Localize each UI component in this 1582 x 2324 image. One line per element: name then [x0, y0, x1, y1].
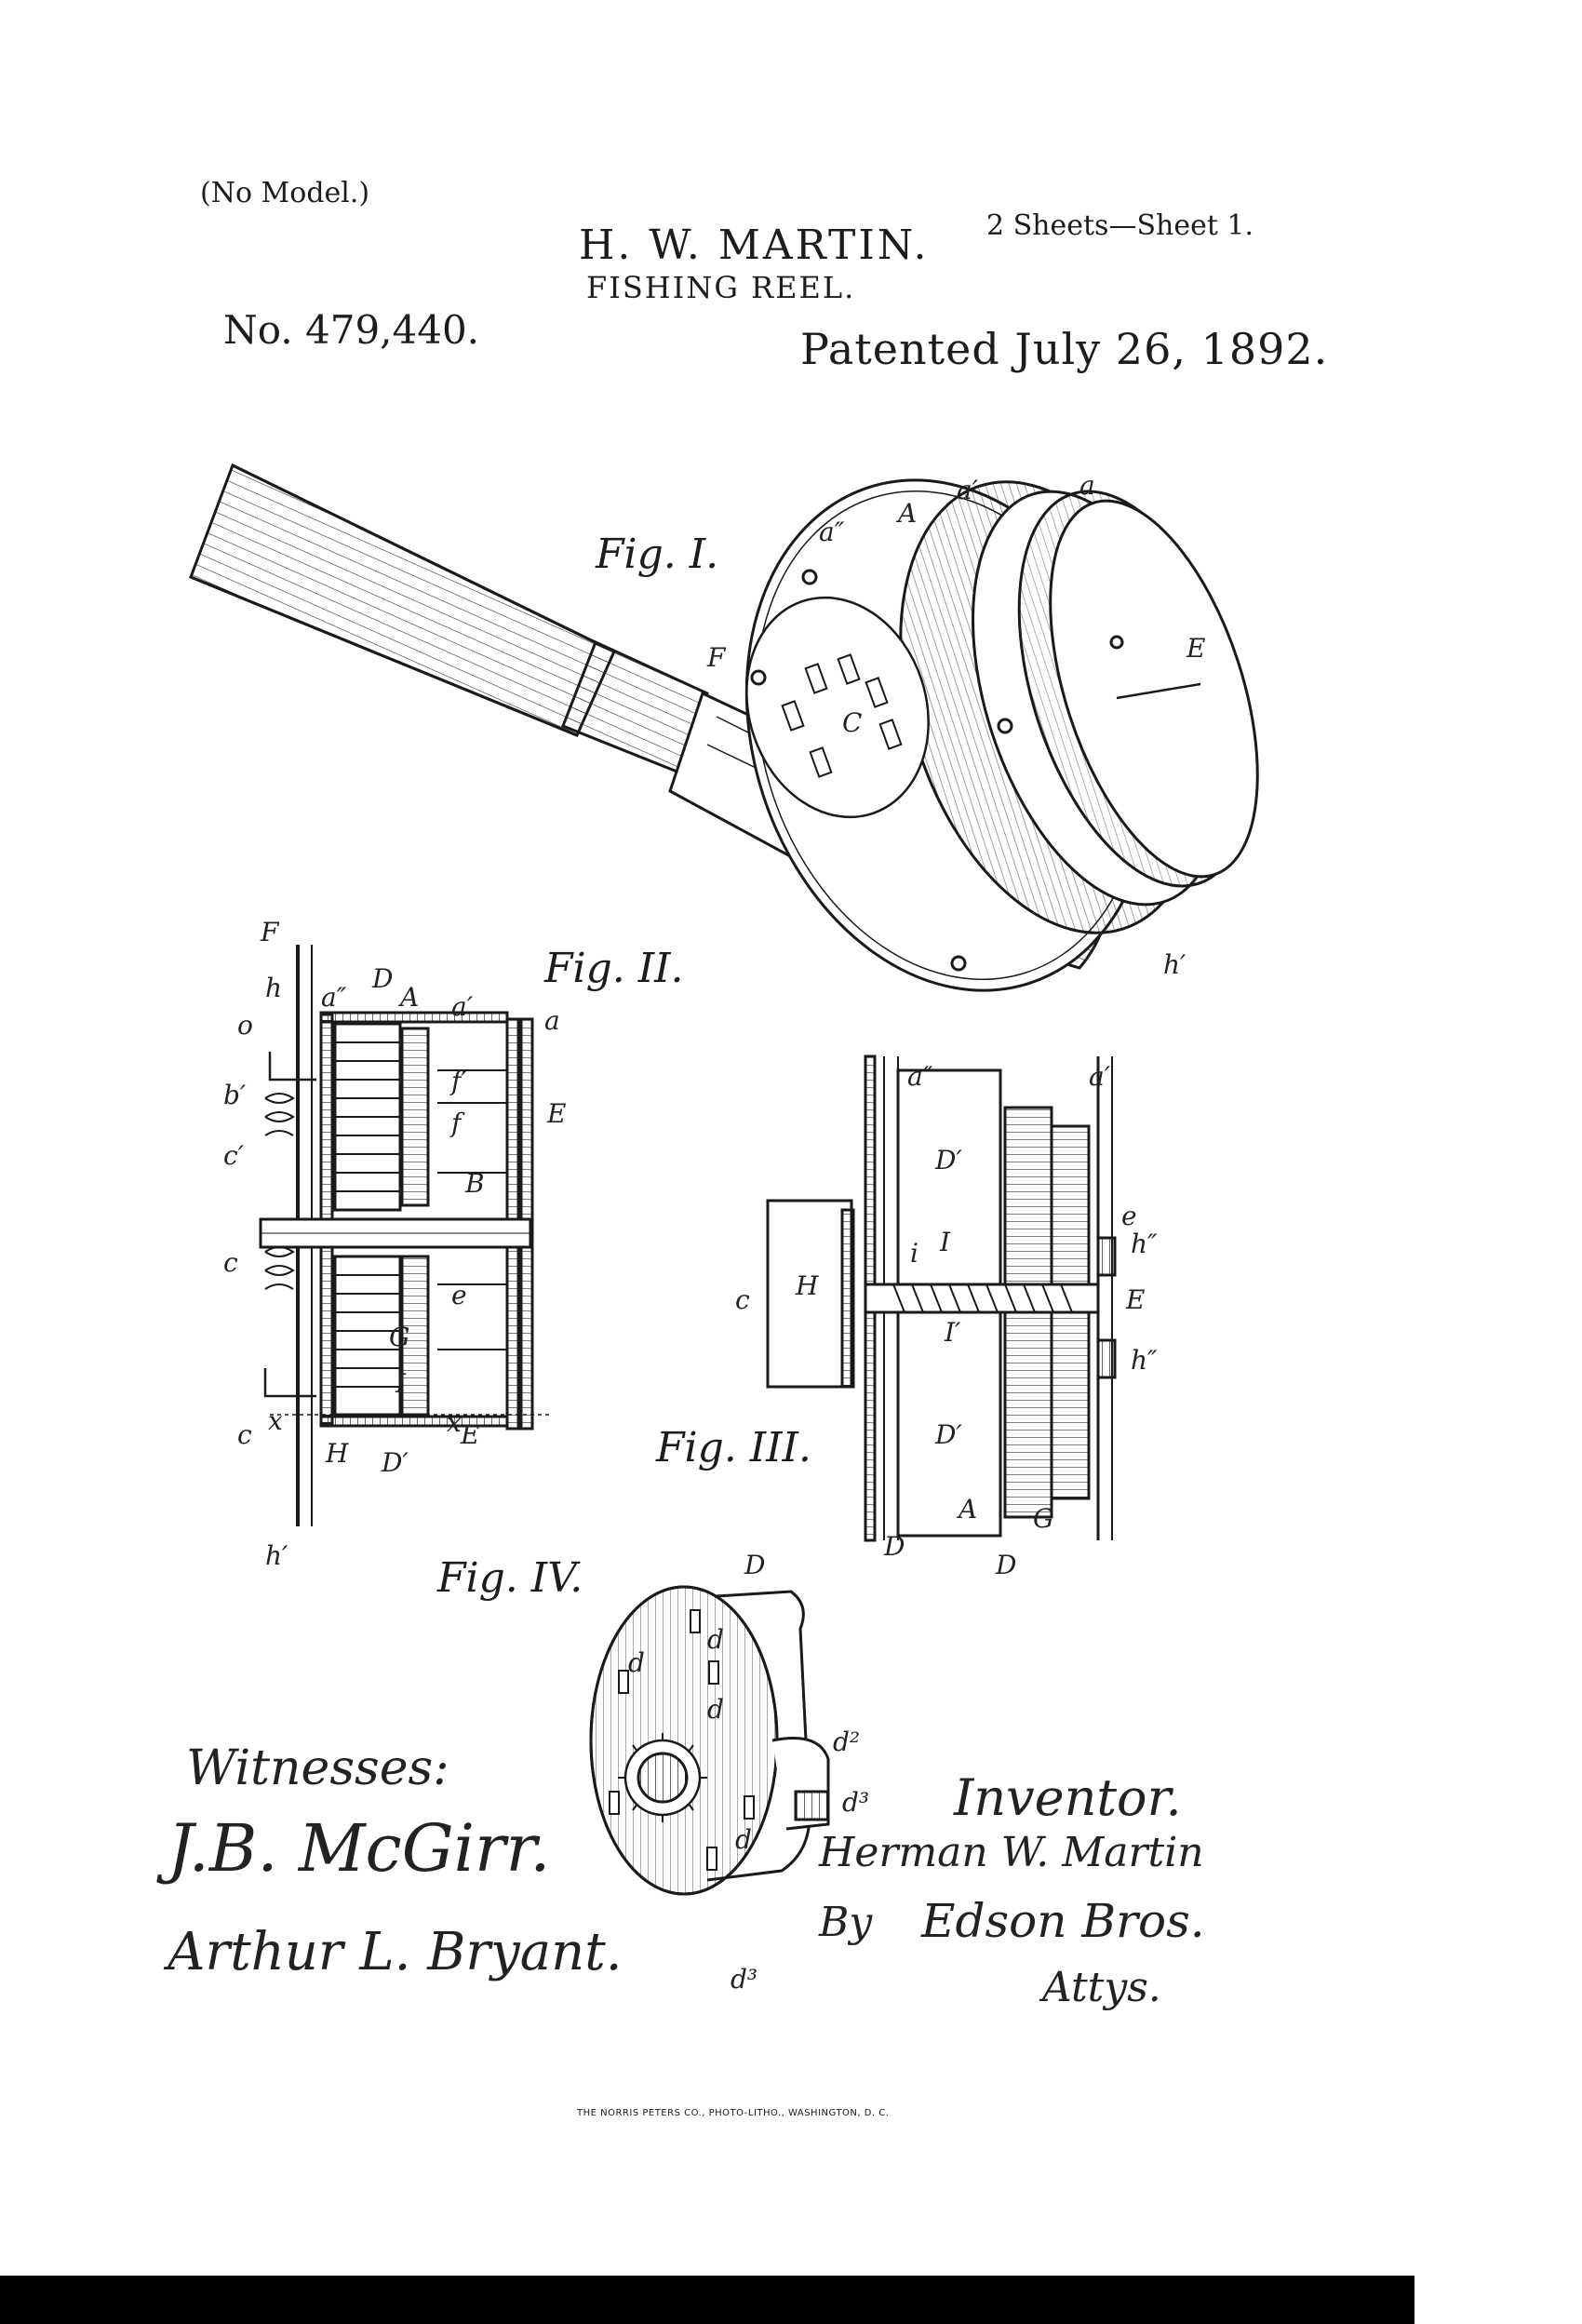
fig2-ref: c	[237, 1419, 252, 1450]
figure-3-label: Fig. III.	[656, 1424, 811, 1471]
fig3-ref: D′	[935, 1145, 962, 1175]
fig2-ref: a	[544, 1005, 560, 1036]
fig3-ref: D	[884, 1531, 905, 1562]
fig1-ref: a′	[957, 475, 979, 505]
fig2-ref: x	[268, 1405, 283, 1436]
fig2-ref: D	[372, 963, 394, 994]
fig4-ref: d	[707, 1694, 724, 1725]
fig3-ref: A	[959, 1494, 978, 1525]
fig2-ref: e	[451, 1280, 467, 1310]
fig4-ref: d²	[833, 1726, 861, 1757]
fig3-ref: i	[910, 1238, 918, 1269]
fig2-ref: x	[447, 1407, 462, 1438]
fig1-ref: F	[707, 642, 726, 673]
fig4-ref: d	[707, 1624, 724, 1655]
fig1-ref: h′	[1163, 949, 1186, 980]
figure-1-drawing	[189, 463, 1259, 992]
scan-edge-bar	[0, 2276, 1414, 2324]
fig2-ref: f′	[451, 1066, 467, 1096]
attorney-signature: Edson Bros.	[921, 1894, 1205, 1948]
inventor-signature: Herman W. Martin	[819, 1829, 1204, 1876]
fig2-ref: f	[451, 1108, 462, 1138]
fig4-ref: d³	[842, 1787, 870, 1818]
witness-1-signature: J.B. McGirr.	[168, 1810, 551, 1887]
fig3-ref: h″	[1131, 1345, 1158, 1376]
fig2-ref: c′	[223, 1140, 245, 1171]
fig3-ref: a′	[1089, 1061, 1111, 1092]
fig2-ref: a″	[321, 982, 347, 1013]
fig3-ref: H	[796, 1270, 819, 1301]
fig2-ref: B	[465, 1168, 485, 1199]
fig3-ref: D′	[935, 1419, 962, 1450]
fig3-ref: I′	[945, 1317, 961, 1348]
figure-1-label: Fig. I.	[596, 531, 719, 578]
invention-title: FISHING REEL.	[586, 270, 856, 305]
fig1-ref: a	[1079, 470, 1095, 501]
printer-credit: THE NORRIS PETERS CO., PHOTO-LITHO., WAS…	[577, 2108, 890, 2118]
patent-number: No. 479,440.	[223, 307, 480, 353]
fig2-ref: c	[223, 1247, 238, 1278]
fig2-ref: H	[326, 1438, 349, 1469]
fig3-ref: a″	[907, 1061, 933, 1092]
figure-4-label: Fig. IV.	[437, 1554, 583, 1602]
fig3-ref: h″	[1131, 1229, 1158, 1259]
inventor-name: H. W. MARTIN.	[579, 222, 930, 269]
fig2-ref: D′	[382, 1447, 409, 1478]
fig2-ref: E	[461, 1419, 480, 1450]
fig1-ref: A	[898, 498, 918, 529]
fig1-ref: a″	[819, 517, 845, 547]
fig3-ref: G	[1033, 1503, 1054, 1534]
fig1-ref: C	[842, 707, 863, 738]
figure-3-drawing	[766, 1055, 1117, 1542]
fig4-ref: d³	[731, 1964, 758, 1995]
fig2-ref: a′	[451, 991, 474, 1022]
fig2-ref: b′	[223, 1080, 247, 1110]
fig2-ref: I	[396, 1368, 407, 1399]
fig2-ref: E	[547, 1098, 567, 1129]
figure-4-drawing	[589, 1585, 830, 1896]
fig3-ref: c	[735, 1284, 750, 1315]
fig3-ref: e	[1121, 1201, 1137, 1231]
inventor-label: Inventor.	[954, 1768, 1182, 1827]
fig2-ref: h′	[265, 1540, 288, 1571]
fig2-ref: A	[400, 982, 420, 1013]
witness-2-signature: Arthur L. Bryant.	[168, 1922, 623, 1982]
fig2-ref: G	[389, 1322, 410, 1352]
fig4-ref: d	[735, 1824, 752, 1855]
fig2-ref: F	[261, 917, 279, 947]
fig2-ref: o	[237, 1010, 253, 1041]
fig2-ref: h	[265, 973, 283, 1003]
fig1-ref: E	[1186, 633, 1206, 664]
fig4-ref: D	[744, 1550, 766, 1580]
fig3-ref: E	[1126, 1284, 1146, 1315]
sheet-count: 2 Sheets—Sheet 1.	[986, 209, 1254, 242]
figure-2-label: Fig. II.	[544, 945, 684, 992]
patent-date: Patented July 26, 1892.	[800, 324, 1329, 374]
witnesses-label: Witnesses:	[186, 1740, 449, 1796]
attorneys-abbrev: Attys.	[1042, 1964, 1161, 2011]
figure-2-drawing	[259, 945, 549, 1526]
fig4-ref: d	[628, 1647, 645, 1678]
fig3-ref: I	[940, 1227, 951, 1257]
by-label: By	[819, 1899, 873, 1946]
fig3-ref: D	[996, 1550, 1017, 1580]
no-model-note: (No Model.)	[200, 177, 370, 209]
